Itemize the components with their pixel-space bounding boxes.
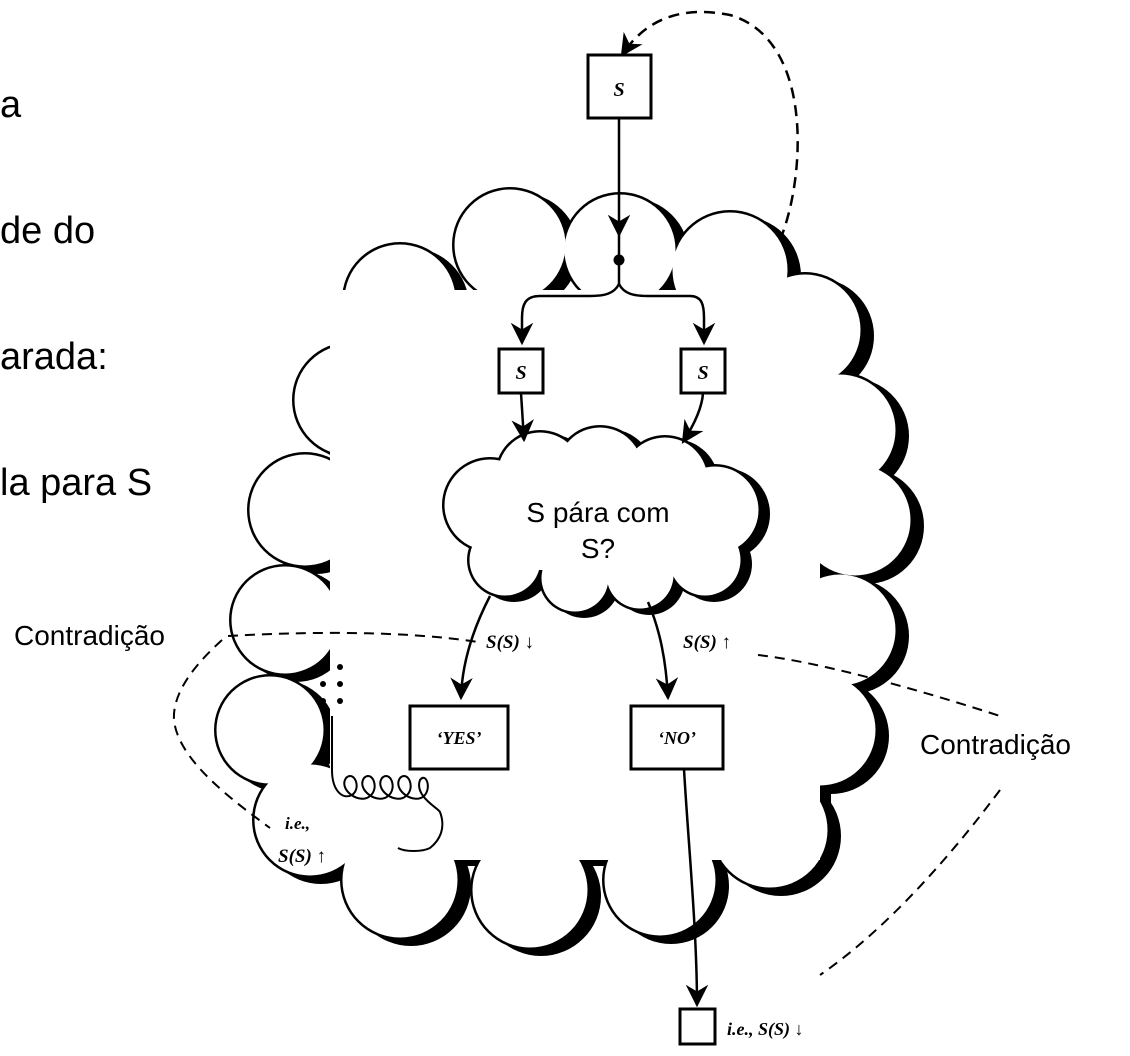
feedback-loop-dashed [620,10,799,241]
inner-cloud: S pára com S? [442,425,770,618]
inner-cloud-line-1: S pára com [526,497,669,528]
inner-cloud-outputs [450,595,679,701]
yes-box: ‘YES’ [408,704,510,771]
halt-box [678,1007,717,1046]
bottom-ie-label: i.e., S(S) ↓ [727,1019,804,1040]
top-s-box: S [586,53,653,120]
left-ie-label-1: i.e., [285,814,310,833]
contradiction-left-label: Contradição [14,620,165,651]
heading-line-1: a [0,84,22,126]
left-output-label: S(S) ↓ [486,632,534,653]
no-box: ‘NO’ [629,704,725,771]
split-point [613,254,625,266]
no-to-halt-arrow [682,768,709,1008]
right-s-box: S [679,347,727,395]
left-ie-label-2: S(S) ↑ [278,846,326,867]
split-connector [510,118,716,346]
left-s-box-label: S [515,362,526,384]
heading-line-2: de do [0,210,96,252]
heading-line-3: arada: [0,336,108,378]
inner-cloud-line-2: S? [581,533,615,564]
infinite-loop-dots [320,664,343,704]
left-s-box: S [497,347,545,395]
heading-text: a de do arada: la para S [0,0,152,546]
infinite-loop-spring [331,716,444,852]
contradiction-dashed-lines [172,631,1001,976]
right-output-label: S(S) ↑ [683,632,731,653]
heading-line-4: la para S [0,462,153,504]
yes-box-label: ‘YES’ [437,728,482,748]
top-s-box-label: S [613,79,624,101]
no-box-label: ‘NO’ [658,728,696,748]
inputs-to-inner-cloud [511,392,705,444]
right-s-box-label: S [697,362,708,384]
contradiction-right-label: Contradição [920,729,1071,760]
